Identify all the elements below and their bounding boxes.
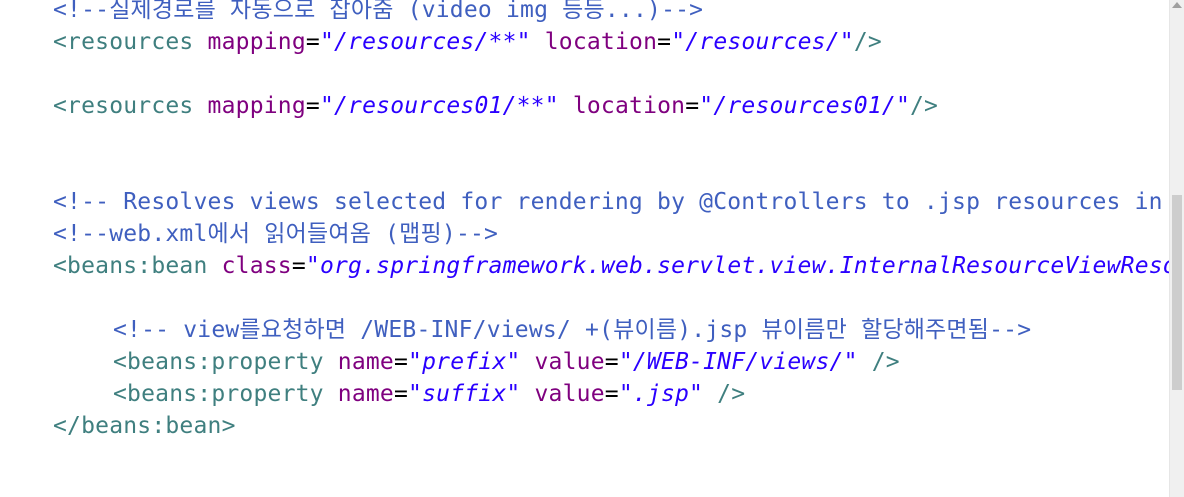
equals: = (305, 93, 320, 119)
equals: = (393, 349, 409, 375)
comment-line-2: <!-- Resolves views selected for renderi… (53, 186, 1170, 218)
property-suffix-line: <beans:property name="suffix" value=".js… (113, 378, 745, 410)
property-prefix-line: <beans:property name="prefix" value="/WE… (113, 346, 900, 378)
equals: = (685, 93, 700, 119)
equals: = (393, 381, 409, 407)
value-mapping: "/resources/**" (319, 29, 531, 55)
equals: = (291, 253, 306, 279)
comment-line-1: <!--실제경로를 자동으로 잡아줌 (video img 등등...)--> (53, 0, 703, 26)
tag-open: <beans:property (113, 381, 324, 407)
attr-location: location (572, 93, 686, 119)
value-value: "/WEB-INF/views/" (618, 349, 858, 375)
tag-close: /> (871, 349, 900, 375)
attr-value: value (534, 381, 605, 407)
resources-line-1: <resources mapping="/resources/**" locat… (53, 26, 882, 58)
tag-close: /> (853, 29, 882, 55)
comment-text: <!-- Resolves views selected for renderi… (53, 189, 1163, 215)
equals: = (604, 349, 619, 375)
tag-close: /> (717, 381, 746, 407)
attr-location: location (544, 29, 658, 55)
comment-line-4: <!-- view를요청하면 /WEB-INF/views/ +(뷰이름).js… (113, 314, 1031, 346)
attr-class: class (221, 253, 292, 279)
bean-close-line: </beans:bean> (53, 410, 236, 442)
value-name: "prefix" (408, 349, 521, 375)
comment-text: <!--실제경로를 자동으로 잡아줌 (video img 등등...)--> (53, 0, 704, 23)
value-mapping: "/resources01/**" (319, 93, 559, 119)
tag-open: <resources (53, 29, 194, 55)
attr-mapping: mapping (207, 93, 306, 119)
resources-line-2: <resources mapping="/resources01/**" loc… (53, 90, 938, 122)
value-class: "org.springframework.web.servlet.view.In… (305, 253, 1170, 279)
scrollbar-thumb[interactable] (1172, 195, 1182, 390)
tag-open: <beans:property (113, 349, 324, 375)
tag-close: /> (910, 93, 939, 119)
value-name: "suffix" (408, 381, 521, 407)
tag-close-bean: </beans:bean> (53, 413, 236, 439)
value-location: "/resources/" (671, 29, 854, 55)
equals: = (604, 381, 619, 407)
equals: = (657, 29, 672, 55)
comment-text: <!-- view를요청하면 /WEB-INF/views/ +(뷰이름).js… (113, 317, 1032, 343)
bean-open-line: <beans:bean class="org.springframework.w… (53, 250, 1170, 282)
comment-text: <!--web.xml에서 읽어들여옴 (맵핑)--> (53, 221, 499, 247)
attr-value: value (534, 349, 605, 375)
value-location: "/resources01/" (699, 93, 910, 119)
vertical-scrollbar[interactable] (1169, 0, 1184, 497)
comment-line-3: <!--web.xml에서 읽어들여옴 (맵핑)--> (53, 218, 498, 250)
equals: = (305, 29, 320, 55)
value-value: ".jsp" (618, 381, 704, 407)
scroll-up-arrow-icon[interactable] (1172, 2, 1182, 8)
attr-name: name (337, 381, 394, 407)
tag-open: <resources (53, 93, 194, 119)
tag-open: <beans:bean (53, 253, 208, 279)
attr-name: name (337, 349, 394, 375)
attr-mapping: mapping (207, 29, 306, 55)
